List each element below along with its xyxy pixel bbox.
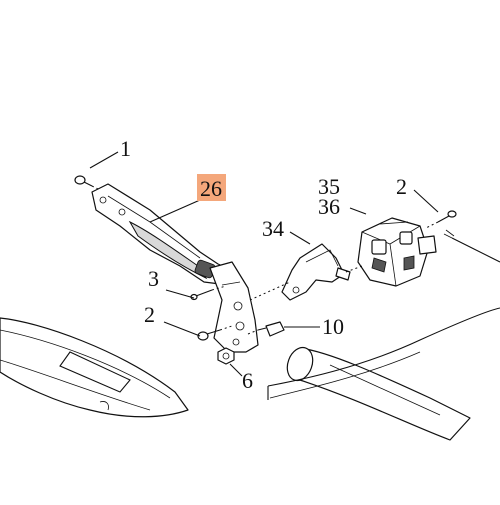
label-1: 1 — [120, 136, 131, 161]
highlight-box-26 — [197, 174, 226, 201]
part-labels: 1 26 35 36 2 34 3 2 10 6 — [120, 136, 407, 393]
label-26: 26 — [200, 176, 222, 201]
screw-part-2-lower — [197, 325, 233, 341]
bracket-part-34 — [281, 243, 351, 301]
screw-part-1 — [74, 175, 101, 191]
mounting-plate — [209, 261, 259, 353]
label-35: 35 — [318, 174, 340, 199]
label-36: 36 — [318, 194, 340, 219]
switch-housing-part-35-36 — [357, 217, 437, 287]
tube-lower-right — [267, 307, 500, 441]
leader-lines — [89, 151, 439, 377]
nut-part-6 — [217, 347, 235, 365]
screw-part-2-upper — [425, 210, 500, 263]
tube-lower-left — [0, 317, 189, 418]
label-2-lower: 2 — [144, 302, 155, 327]
label-6: 6 — [242, 368, 253, 393]
label-10: 10 — [322, 314, 344, 339]
label-3: 3 — [148, 266, 159, 291]
label-34: 34 — [262, 216, 284, 241]
label-2-upper: 2 — [396, 174, 407, 199]
fitting-part-10 — [247, 321, 285, 337]
assembly-lines — [249, 265, 363, 301]
